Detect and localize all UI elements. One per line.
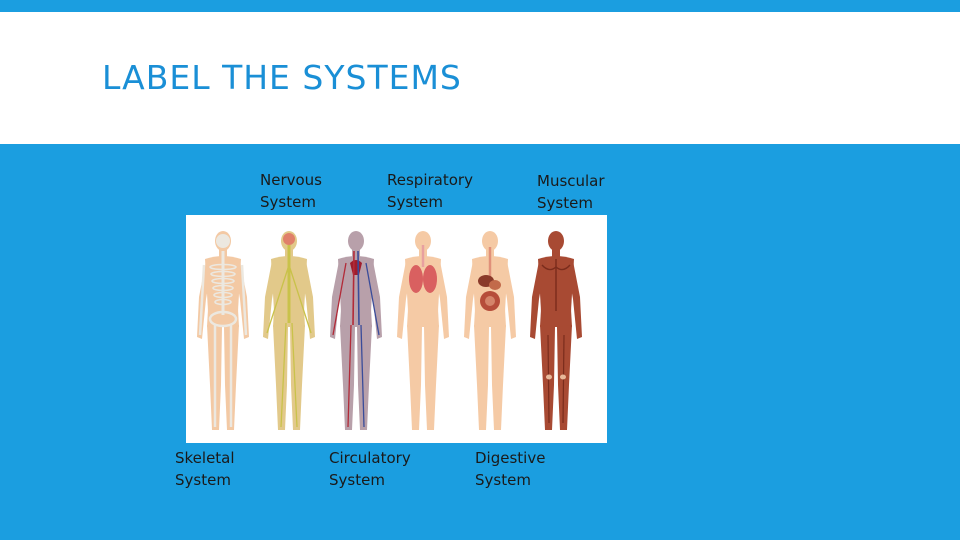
label-skeletal-system: Skeletal System [175,449,235,489]
circulatory-figure-icon [330,231,382,430]
nervous-figure-icon [263,231,315,430]
body-systems-illustration [197,231,582,430]
respiratory-figure-icon [397,231,449,430]
digestive-figure-icon [464,231,516,430]
muscular-figure-icon [530,231,582,430]
label-digestive-system: Digestive System [475,449,546,489]
label-circulatory-system: Circulatory System [329,449,411,489]
body-systems-image [186,215,607,443]
label-nervous-system: Nervous System [260,171,322,211]
title-area [0,12,960,144]
label-muscular-system: Muscular System [537,172,605,212]
skeleton-figure-icon [197,231,249,430]
slide-title: LABEL THE SYSTEMS [102,58,462,97]
label-respiratory-system: Respiratory System [387,171,473,211]
top-accent-bar [0,0,960,12]
